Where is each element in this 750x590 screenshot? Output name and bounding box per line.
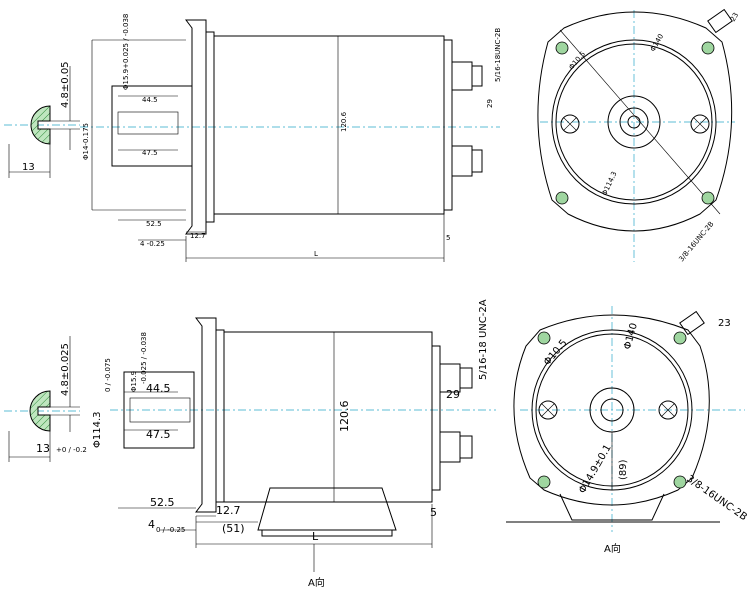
lower-len-51: (51) [222, 522, 245, 535]
upper-dim-29: 29 [486, 99, 494, 108]
lower-L-label: L [312, 530, 319, 543]
upper-key-width-label: 4.8±0.05 [60, 61, 71, 108]
lower-height-89: (89) [618, 459, 629, 480]
lower-len-525: 52.5 [150, 496, 175, 509]
lower-len-127: 12.7 [216, 504, 241, 517]
upper-key-475: 47.5 [142, 149, 158, 157]
lower-pcd: Φ140 [622, 322, 640, 351]
upper-dim-23: 23 [729, 11, 740, 23]
lower-key-length: 13 [36, 442, 50, 455]
upper-pilot: Φ114.3 [601, 170, 619, 197]
upper-tol-label: Φ15.9+0.025 / -0.038 [122, 14, 130, 90]
lower-dim-29: 29 [446, 388, 460, 401]
lower-shaft-dia-main: Φ114.3 [92, 412, 103, 449]
lower-key-475: 47.5 [146, 428, 171, 441]
lower-shaft-section: 13 +0 / -0.2 4.8±0.025 Φ114.3 0 / -0.075 [4, 336, 112, 462]
lower-shaft-small-tol: -0.025 / -0.038 [140, 332, 148, 384]
lower-thread-side: 5/16-18 UNC-2A [478, 299, 489, 380]
upper-dim-5: 5 [446, 234, 450, 242]
lower-side-view: Φ15.9 -0.025 / -0.038 44.5 47.5 52.5 12.… [110, 299, 496, 589]
lower-key-length-tol: +0 / -0.2 [56, 446, 87, 454]
lower-center-dia: Φ14.9±0.1 [577, 443, 614, 496]
lower-dim-5: 5 [430, 506, 437, 519]
lower-key-445: 44.5 [146, 382, 171, 395]
lower-dim-23: 23 [718, 318, 731, 329]
lower-body-len: 120.6 [338, 401, 351, 433]
upper-key-445: 44.5 [142, 96, 158, 104]
lower-shaft-small: Φ15.9 [130, 371, 138, 392]
upper-len-127: 12.7 [190, 232, 206, 240]
upper-side-view: Φ15.9+0.025 / -0.038 44.5 47.5 52.5 12.7… [80, 14, 502, 262]
lower-key-width: 4.8±0.025 [60, 343, 71, 396]
upper-thread-side: 5/16-18UNC-2B [494, 28, 502, 82]
lower-flange-4: 4 [148, 518, 155, 531]
upper-end-view: Φ140 Φ10.5 Φ114.3 3/8-16UNC-2B 23 [537, 8, 740, 263]
lower-flange-4-tol: 0 / -0.25 [156, 526, 185, 534]
lower-view-label-right: A向 [604, 542, 621, 555]
upper-key-length-label: 13 [22, 162, 35, 173]
lower-shaft-dia-tol: 0 / -0.075 [104, 358, 112, 392]
upper-mount-thread: 3/8-16UNC-2B [677, 220, 715, 263]
upper-flange-4: 4 -0.25 [140, 240, 165, 248]
upper-body-len: 120.6 [340, 111, 348, 132]
lower-end-view: Φ140 Φ10.5 Φ14.9±0.1 (89) 3/8-16UNC-2B 2… [506, 306, 749, 555]
upper-shaft-section: 13 4.8±0.05 Φ14-0.175 [4, 61, 90, 178]
lower-view-label: A向 [308, 576, 325, 589]
upper-len-525: 52.5 [146, 220, 162, 228]
lower-mount-thread: 3/8-16UNC-2B [684, 473, 749, 523]
upper-L-label: L [314, 250, 318, 258]
upper-shaft-dia-label: Φ14-0.175 [82, 123, 90, 160]
